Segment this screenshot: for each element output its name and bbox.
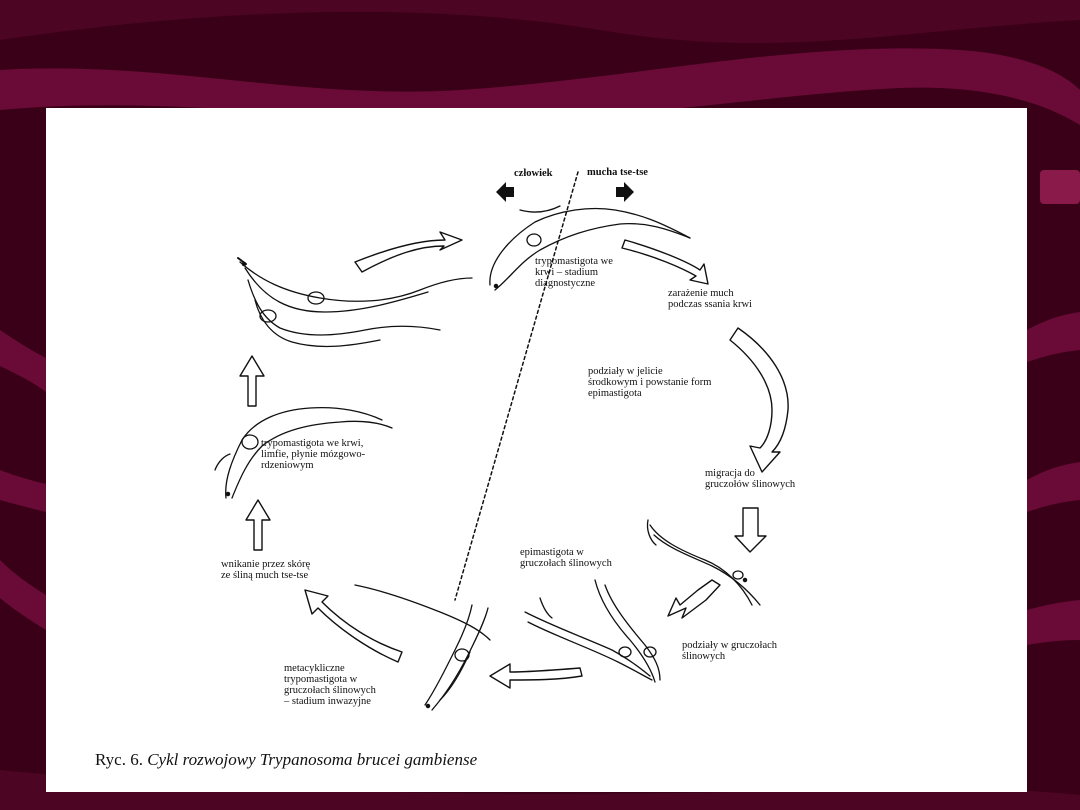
- stage-label-migration: migracja do gruczołów ślinowych: [705, 468, 796, 490]
- stage-label-division-glands: podziały w gruczołach ślinowych: [682, 640, 778, 662]
- cycle-arrow-icon: [239, 231, 789, 689]
- trypomastigote-blood-lymph-icon: [214, 406, 393, 499]
- host-vector-divider: [454, 171, 579, 601]
- stage-label-infection: zarażenie much podczas ssania krwi: [668, 288, 752, 310]
- right-direction-arrow-icon: [616, 182, 634, 202]
- stage-label-trypo-blood-diag: trypomastigota we krwi – stadium diagnos…: [535, 256, 613, 289]
- stage-label-epi-glands: epimastigota w gruczołach ślinowych: [520, 547, 612, 569]
- stage-label-midgut: podziały w jelicie środkowym i powstanie…: [588, 366, 712, 399]
- caption-title: Cykl rozwojowy Trypanosoma brucei gambie…: [147, 750, 478, 769]
- caption-prefix: Ryc. 6.: [95, 750, 143, 769]
- vector-label: mucha tse-tse: [587, 167, 648, 178]
- stage-label-metacyclic: metacykliczne trypomastigota w gruczołac…: [284, 663, 376, 707]
- stage-label-trypo-blood-lymph: trypomastigota we krwi, limfie, płynie m…: [261, 438, 366, 471]
- trypomastigote-blood-top-icon: [489, 205, 691, 291]
- stage-label-skin: wnikanie przez skórę ze śliną much tse-t…: [221, 559, 311, 581]
- trypomastigote-pair-icon: [237, 257, 473, 348]
- figure-caption: Ryc. 6. Cykl rozwojowy Trypanosoma bruce…: [95, 750, 477, 770]
- host-label: człowiek: [514, 168, 553, 179]
- epimastigote-icon: [646, 519, 761, 606]
- left-direction-arrow-icon: [496, 182, 514, 202]
- metacyclic-trypomastigote-icon: [354, 584, 491, 711]
- dividing-forms-icon: [524, 579, 661, 683]
